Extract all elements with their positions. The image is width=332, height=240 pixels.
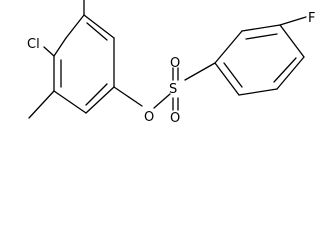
aryl-oxygen-bond bbox=[113, 86, 143, 107]
fluorine-label: F bbox=[308, 11, 315, 26]
oxygen-sulfur-bond bbox=[153, 93, 171, 109]
ester-oxygen-label: O bbox=[144, 110, 154, 125]
methyl-bottom-bond bbox=[28, 90, 55, 119]
chloro-bond bbox=[43, 46, 55, 57]
right-ring bbox=[214, 24, 305, 96]
molecule-structure: Cl O S O O F bbox=[27, 0, 315, 126]
sulfur-label: S bbox=[169, 82, 177, 97]
fluoro-bond bbox=[279, 16, 307, 26]
sulfonyl-oxygen-bottom-label: O bbox=[170, 111, 180, 126]
chlorine-label: Cl bbox=[27, 37, 40, 52]
sulfonyl-oxygen-top-label: O bbox=[170, 56, 180, 71]
structure-canvas: Cl O S O O F bbox=[27, 0, 315, 126]
left-ring bbox=[53, 14, 115, 114]
sulfur-aryl-bond bbox=[184, 62, 216, 81]
